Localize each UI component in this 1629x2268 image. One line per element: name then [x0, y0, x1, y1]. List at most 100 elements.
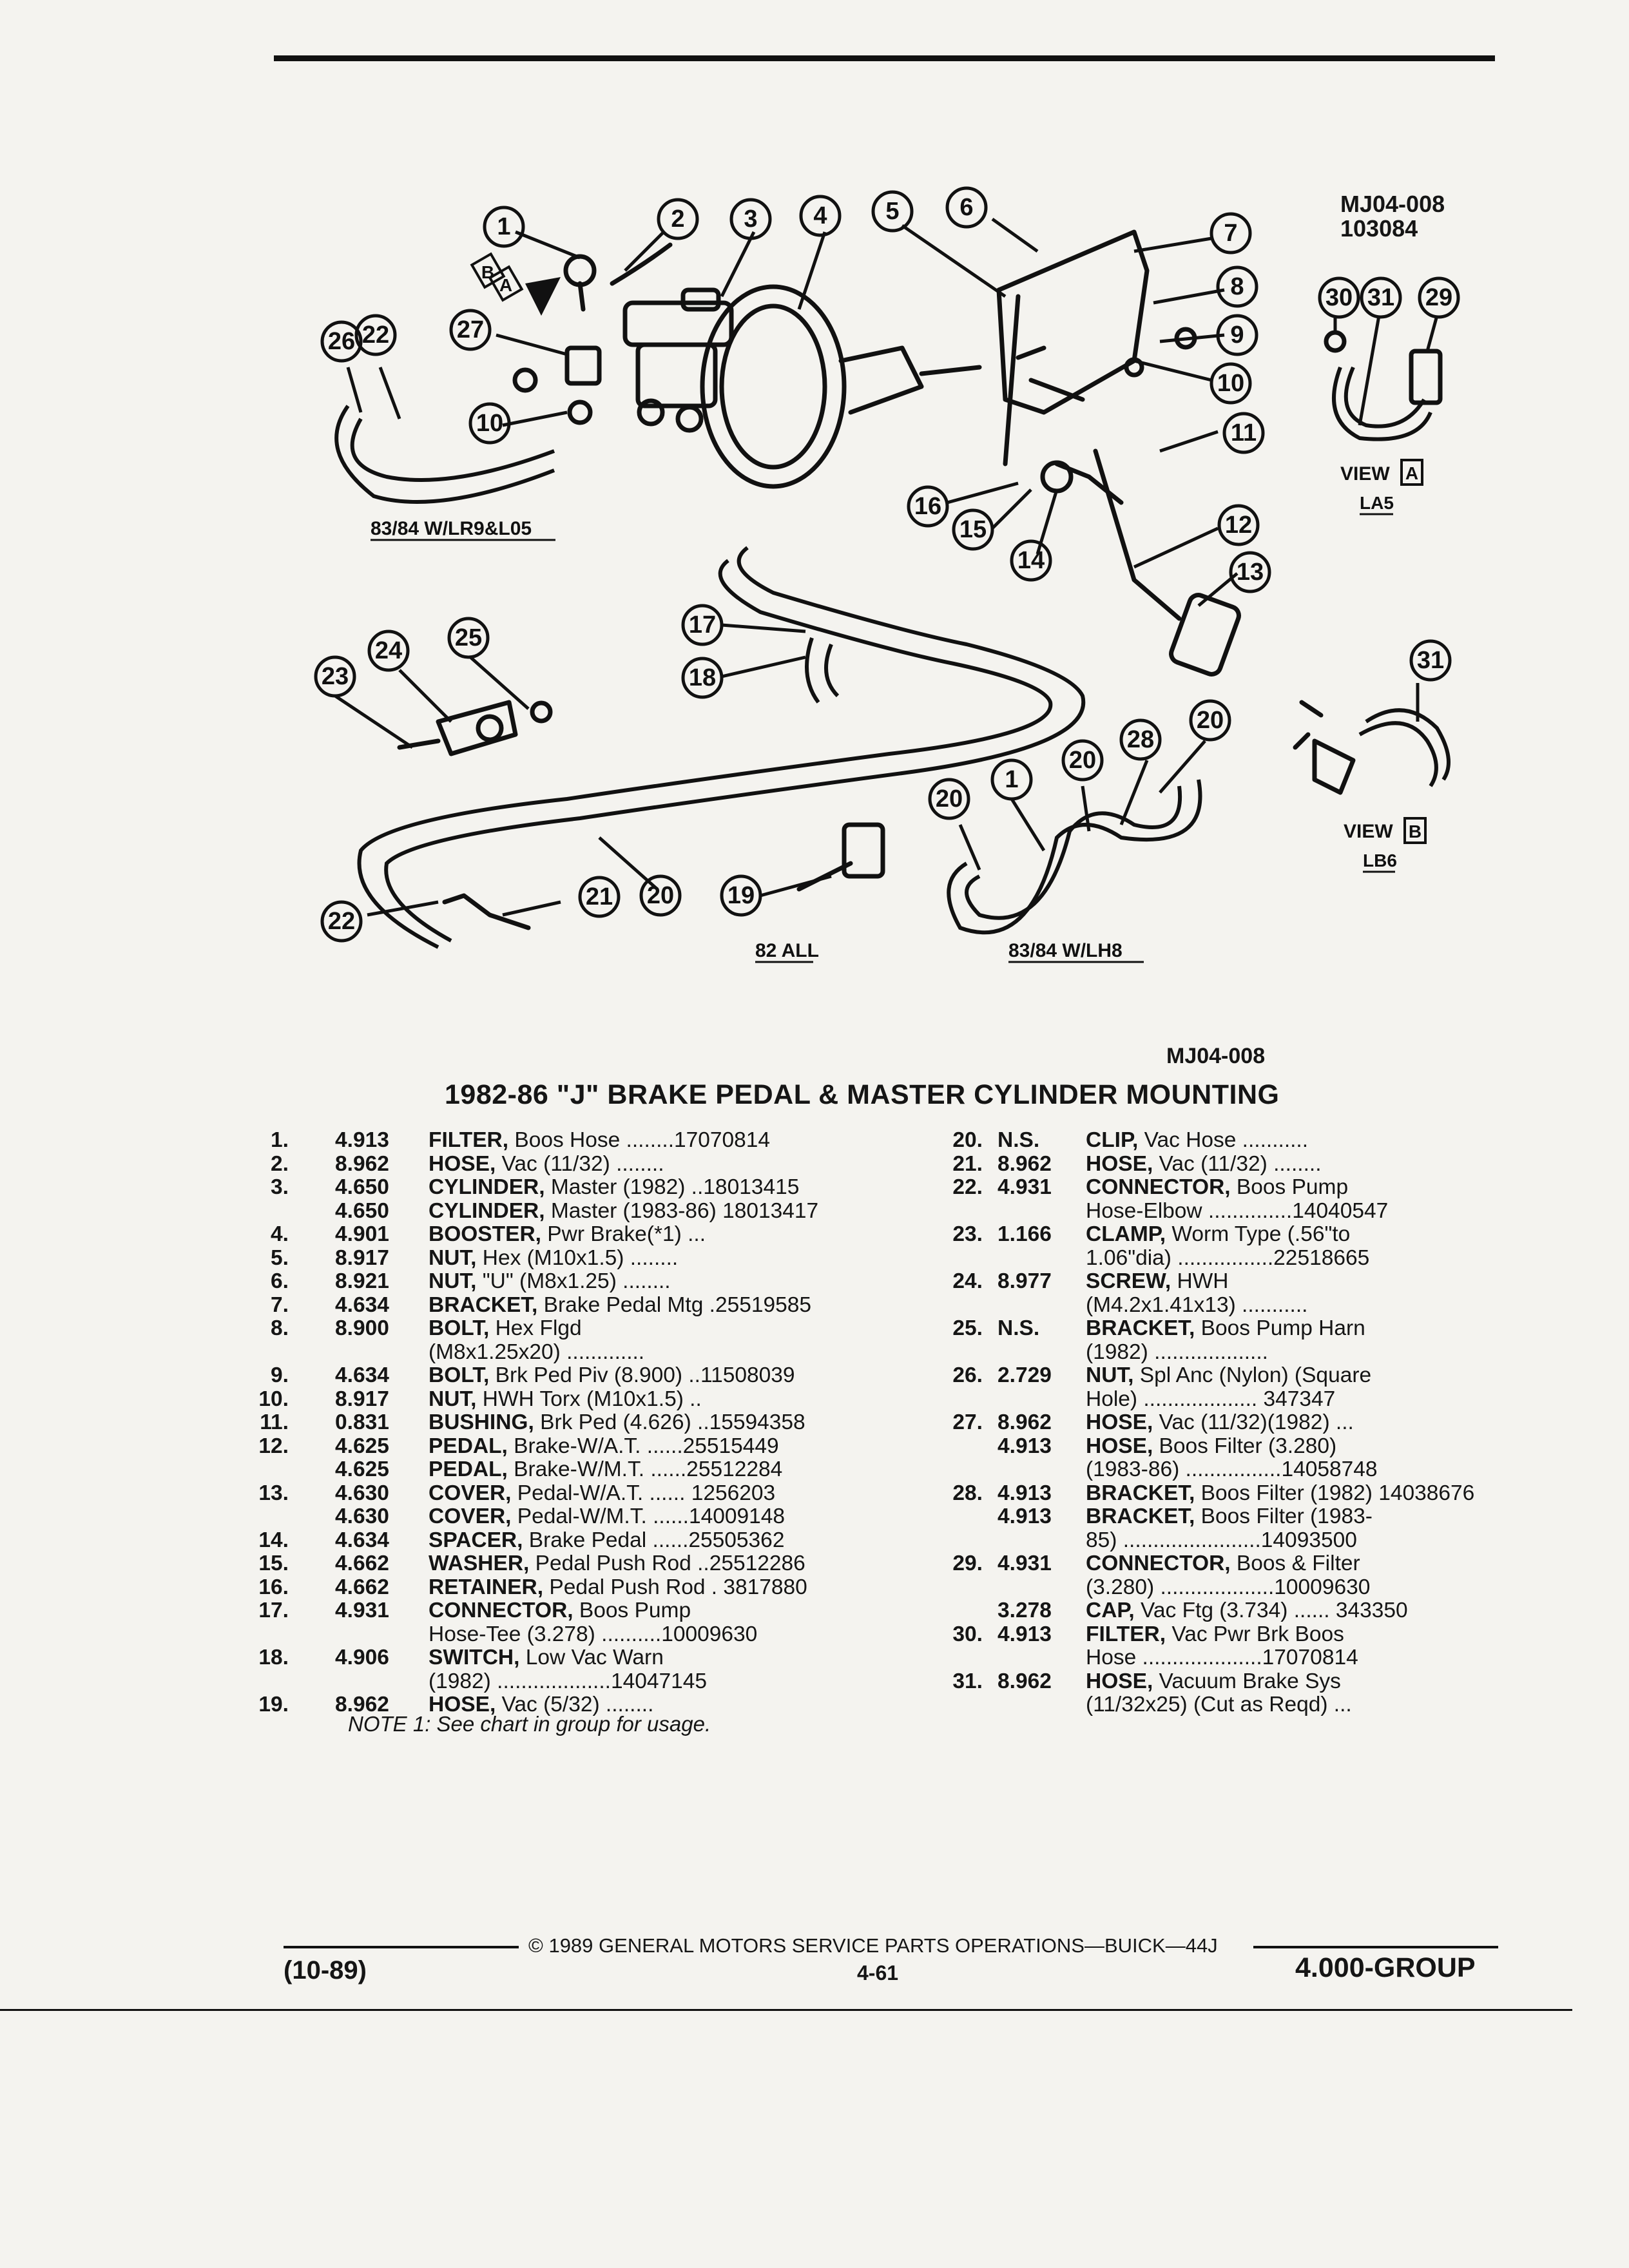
part-name: WASHER,: [429, 1552, 530, 1575]
part-ref-number: 29.: [952, 1552, 983, 1575]
parts-row: (M4.2x1.41x13) ...........: [902, 1293, 1521, 1318]
part-group-code: 8.921: [335, 1269, 389, 1293]
view-arrow-icon: [525, 277, 561, 316]
part-name: CLAMP,: [1086, 1222, 1166, 1246]
part-ref-number: 12.: [258, 1434, 289, 1458]
part-name: NUT,: [429, 1245, 477, 1270]
part-description: HOSE, Vac (11/32) ........: [1086, 1152, 1322, 1177]
part-description: (1982) ...................14047145: [429, 1669, 708, 1694]
part-group-code: 3.278: [998, 1599, 1052, 1622]
callout-26: 26: [328, 328, 355, 355]
part-detail: 85) .......................14093500: [1086, 1528, 1357, 1552]
part-ref-number: 26.: [952, 1363, 983, 1387]
part-group-code: 4.901: [335, 1222, 389, 1246]
callout-6: 6: [959, 194, 973, 221]
part-detail: Boos Hose ........17070814: [508, 1128, 771, 1152]
part-detail: Vac Hose ...........: [1138, 1128, 1309, 1152]
part-ref-number: 1.: [271, 1128, 289, 1152]
caption-lr9: 83/84 W/LR9&L05: [371, 518, 532, 539]
part-ref-number: 8.: [271, 1316, 289, 1340]
part-detail: Pedal Push Rod . 3817880: [543, 1575, 807, 1599]
callout-1b: 1: [1005, 766, 1018, 793]
part-name: BOOSTER,: [429, 1222, 541, 1246]
parts-row: 2. 8.962 HOSE, Vac (11/32) ........: [245, 1151, 883, 1177]
parts-row: 20.N.S.CLIP, Vac Hose ...........: [902, 1128, 1521, 1153]
part-detail: (M8x1.25x20) .............: [429, 1340, 645, 1364]
part-ref-number: 4.: [271, 1222, 289, 1246]
parts-row: 25.N.S.BRACKET, Boos Pump Harn: [902, 1316, 1521, 1341]
view-a-detail: [1324, 330, 1443, 441]
callout-28: 28: [1127, 726, 1154, 753]
part-description: (M8x1.25x20) .............: [429, 1340, 645, 1365]
part-name: BRACKET,: [429, 1293, 538, 1317]
part-name: NUT,: [429, 1387, 477, 1411]
parts-row: 4.630 COVER, Pedal-W/M.T. ......14009148: [245, 1504, 883, 1529]
part-group-code: 4.906: [335, 1646, 389, 1669]
part-description: NUT, HWH Torx (M10x1.5) ..: [429, 1387, 702, 1412]
callout-30: 30: [1325, 284, 1353, 311]
part-name: BRACKET,: [1086, 1504, 1195, 1528]
part-detail: Boos Pump Harn: [1195, 1316, 1365, 1340]
part-name: BOLT,: [429, 1316, 490, 1340]
part-detail: (11/32x25) (Cut as Reqd) ...: [1086, 1693, 1352, 1716]
part-detail: Hole) ................... 347347: [1086, 1387, 1336, 1411]
callouts: [314, 186, 1460, 943]
part-description: PEDAL, Brake-W/M.T. ......25512284: [429, 1457, 782, 1482]
part-detail: Master (1982) ..18013415: [545, 1175, 800, 1199]
part-name: BRACKET,: [1086, 1481, 1195, 1505]
callout-2: 2: [671, 206, 684, 233]
part-ref-number: 23.: [952, 1222, 983, 1246]
part-ref-number: 2.: [271, 1151, 289, 1176]
part-description: HOSE, Vacuum Brake Sys: [1086, 1669, 1341, 1694]
view-key: B A: [470, 252, 561, 316]
callout-numbers: 1 2 3 4 5 6 7 8 9 10 11 12 13 14 15 16 1…: [322, 194, 1452, 935]
part-ref-number: 27.: [952, 1410, 983, 1434]
part-detail: Brake Pedal ......25505362: [523, 1528, 785, 1552]
part-description: COVER, Pedal-W/M.T. ......14009148: [429, 1504, 785, 1529]
part-group-code: 8.962: [335, 1151, 389, 1176]
key-b: B: [481, 262, 494, 282]
part-description: NUT, Spl Anc (Nylon) (Square: [1086, 1363, 1371, 1388]
part-detail: (M4.2x1.41x13) ...........: [1086, 1293, 1308, 1317]
part-detail: Vac Pwr Brk Boos: [1166, 1622, 1344, 1646]
part-description: HOSE, Vac (11/32) ........: [429, 1151, 664, 1177]
part-group-code: N.S.: [998, 1128, 1040, 1152]
figure-code-top: MJ04-008 103084: [1340, 192, 1445, 241]
part-group-code: 4.630: [335, 1504, 389, 1528]
view-b-detail: [1293, 700, 1451, 795]
part-detail: (1982) ...................14047145: [429, 1669, 708, 1693]
callout-1: 1: [497, 213, 510, 240]
part-detail: Brake Pedal Mtg .25519585: [537, 1293, 811, 1317]
part-description: SWITCH, Low Vac Warn: [429, 1646, 664, 1670]
part-group-code: 4.634: [335, 1528, 389, 1552]
footer-group: 4.000-GROUP: [1295, 1952, 1476, 1983]
callout-20c: 20: [1069, 747, 1096, 774]
part-ref-number: 31.: [952, 1669, 983, 1693]
pedal-bracket: [996, 229, 1241, 677]
part-detail: Worm Type (.56"to: [1166, 1222, 1351, 1246]
part-detail: Brk Ped Piv (8.900) ..11508039: [489, 1363, 795, 1387]
part-name: HOSE,: [1086, 1669, 1153, 1693]
part-description: Hose-Tee (3.278) ..........10009630: [429, 1622, 757, 1647]
part-detail: Hose ....................17070814: [1086, 1646, 1358, 1669]
part-group-code: 4.630: [335, 1481, 389, 1505]
part-ref-number: 7.: [271, 1293, 289, 1317]
part-name: FILTER,: [1086, 1622, 1166, 1646]
part-description: NUT, "U" (M8x1.25) ........: [429, 1269, 671, 1294]
part-description: CLIP, Vac Hose ...........: [1086, 1128, 1309, 1153]
part-group-code: N.S.: [998, 1316, 1040, 1340]
caption-la5: LA5: [1360, 493, 1394, 513]
part-detail: Vac (11/32) ........: [496, 1151, 664, 1176]
figure-code: MJ04-008: [1340, 191, 1445, 217]
part-detail: Boos Filter (3.280): [1153, 1434, 1337, 1458]
part-description: NUT, Hex (M10x1.5) ........: [429, 1245, 678, 1271]
part-group-code: 8.962: [335, 1693, 389, 1716]
